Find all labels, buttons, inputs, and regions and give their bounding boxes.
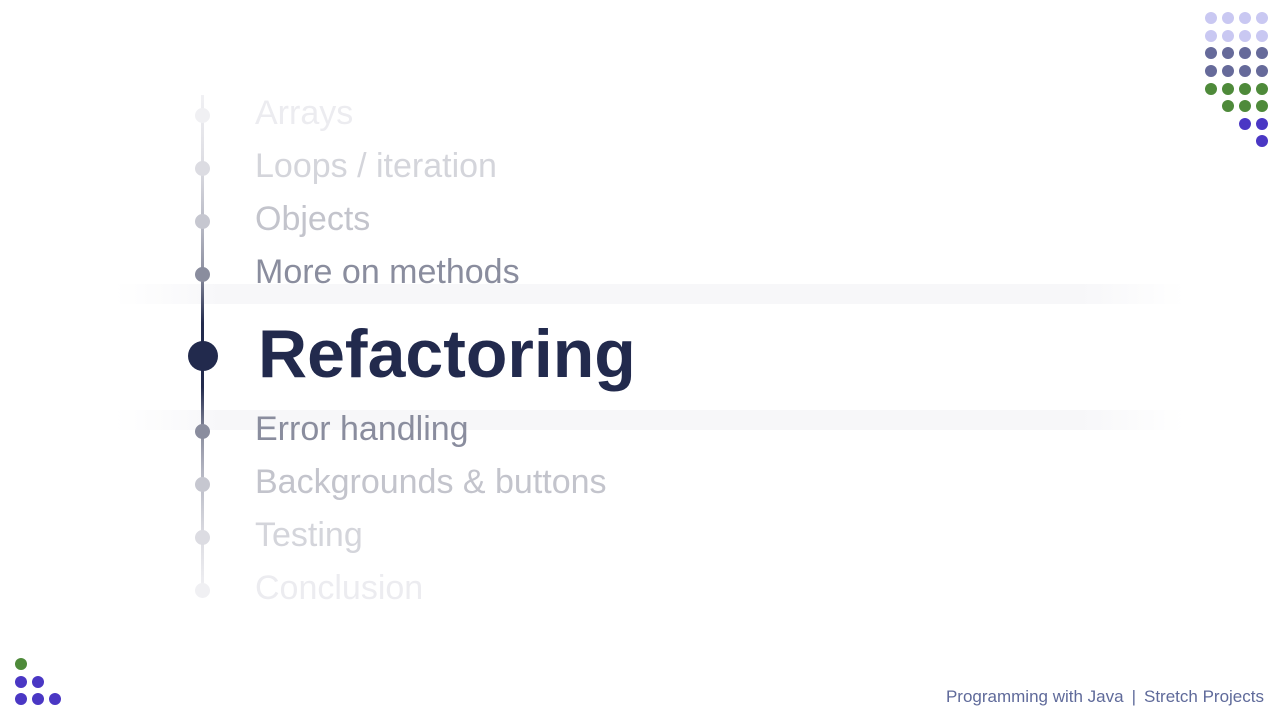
highlight-band-bottom — [115, 410, 1185, 430]
dot-icon — [1222, 100, 1234, 112]
dot-icon — [1256, 83, 1268, 95]
agenda-item-loops: Loops / iteration — [255, 147, 497, 185]
dot-icon — [49, 693, 61, 705]
timeline-dot-objects — [195, 214, 210, 229]
highlight-band-top — [115, 284, 1185, 304]
dot-icon — [15, 693, 27, 705]
footer: Programming with Java | Stretch Projects — [946, 687, 1264, 707]
dot-icon — [1222, 83, 1234, 95]
dot-icon — [32, 676, 44, 688]
footer-course: Programming with Java — [945, 687, 1124, 706]
agenda-item-conclusion: Conclusion — [255, 569, 424, 607]
timeline-line-active-lower — [201, 357, 204, 432]
dot-icon — [1205, 47, 1217, 59]
timeline-dot-loops — [195, 161, 210, 176]
dot-icon — [15, 658, 27, 670]
dot-icon — [1256, 47, 1268, 59]
dot-icon — [1239, 47, 1251, 59]
timeline-dot-refactoring — [188, 341, 218, 371]
dot-icon — [1256, 100, 1268, 112]
timeline-dot-arrays — [195, 108, 210, 123]
dot-icon — [32, 693, 44, 705]
dot-icon — [1239, 100, 1251, 112]
agenda-item-errors: Error handling — [255, 410, 469, 448]
agenda-item-methods: More on methods — [255, 253, 520, 291]
dot-icon — [1239, 12, 1251, 24]
timeline-dot-methods — [195, 267, 210, 282]
dot-icon — [1239, 118, 1251, 130]
timeline-dot-errors — [195, 424, 210, 439]
footer-separator: | — [1131, 687, 1136, 706]
dot-icon — [1256, 65, 1268, 77]
dot-icon — [1256, 118, 1268, 130]
dot-icon — [1256, 12, 1268, 24]
dot-icon — [1222, 30, 1234, 42]
dot-icon — [1205, 83, 1217, 95]
dot-icon — [1239, 65, 1251, 77]
dot-icon — [1256, 30, 1268, 42]
dot-icon — [1239, 83, 1251, 95]
timeline-dot-conclusion — [195, 583, 210, 598]
agenda-item-objects: Objects — [255, 200, 371, 238]
dot-icon — [1205, 65, 1217, 77]
dot-icon — [1239, 30, 1251, 42]
timeline-line-upper — [201, 95, 204, 275]
dot-icon — [1222, 65, 1234, 77]
timeline-line-active-upper — [201, 275, 204, 355]
agenda-item-refactoring-active: Refactoring — [258, 316, 636, 392]
dot-icon — [1205, 30, 1217, 42]
dot-icon — [1256, 135, 1268, 147]
footer-section: Stretch Projects — [1144, 687, 1264, 706]
agenda-item-testing: Testing — [255, 516, 363, 554]
dot-icon — [1222, 12, 1234, 24]
dot-icon — [15, 676, 27, 688]
timeline-line-lower — [201, 432, 204, 592]
dot-icon — [1222, 47, 1234, 59]
timeline-dot-backgrounds — [195, 477, 210, 492]
agenda-item-backgrounds: Backgrounds & buttons — [255, 463, 607, 501]
dot-icon — [1205, 12, 1217, 24]
agenda-item-arrays: Arrays — [255, 94, 354, 132]
timeline-dot-testing — [195, 530, 210, 545]
